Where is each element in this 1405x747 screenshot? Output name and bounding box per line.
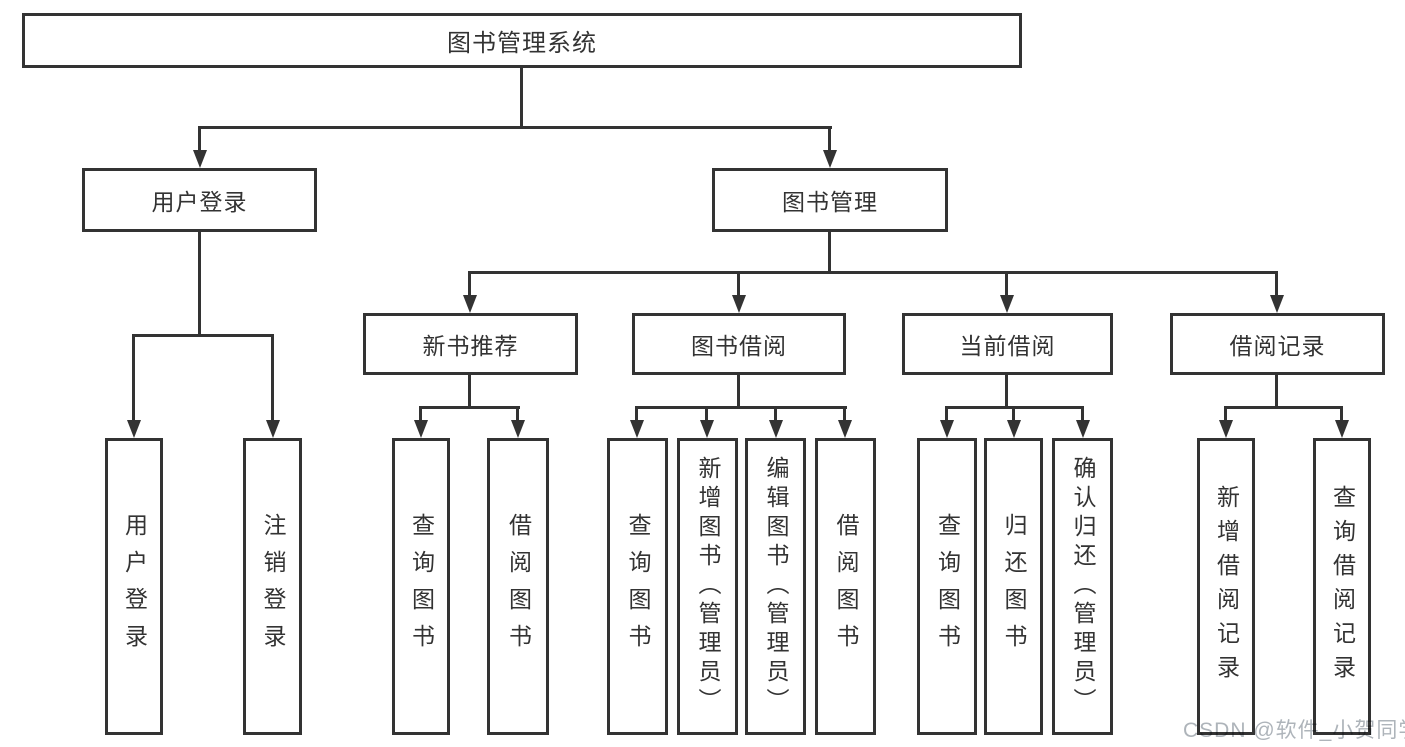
connector-line	[198, 126, 832, 129]
arrowhead-icon	[838, 420, 852, 438]
node-book-management-label: 图书管理	[782, 189, 878, 215]
arrowhead-icon	[769, 420, 783, 438]
leaf-return-book: 归还图书	[984, 438, 1043, 735]
leaf-query-book-2: 查询图书	[607, 438, 668, 735]
arrowhead-icon	[463, 295, 477, 313]
arrowhead-icon	[732, 295, 746, 313]
connector-line	[737, 375, 740, 408]
node-user-login: 用户登录	[82, 168, 317, 232]
connector-line	[1081, 406, 1084, 422]
leaf-edit-book-admin: 编辑图书（管理员）	[745, 438, 806, 735]
connector-line	[132, 334, 274, 337]
leaf-borrow-book-2-label: 借阅图书	[833, 512, 859, 661]
connector-line	[828, 126, 831, 152]
leaf-borrow-book-2: 借阅图书	[815, 438, 876, 735]
connector-line	[705, 406, 708, 422]
csdn-watermark: CSDN @软件_小贺同学	[1183, 719, 1405, 742]
connector-line	[774, 406, 777, 422]
arrowhead-icon	[1000, 295, 1014, 313]
connector-line	[198, 232, 201, 337]
connector-line	[198, 126, 201, 152]
leaf-add-borrow-record-label: 新增借阅记录	[1213, 484, 1240, 689]
leaf-query-book-2-label: 查询图书	[625, 512, 651, 661]
connector-line	[635, 406, 638, 422]
node-new-book-recommend-label: 新书推荐	[422, 333, 519, 359]
arrowhead-icon	[266, 420, 280, 438]
node-current-borrow: 当前借阅	[902, 313, 1113, 375]
connector-line	[737, 271, 740, 297]
node-book-borrow-label: 图书借阅	[691, 333, 787, 359]
leaf-user-login: 用户登录	[105, 438, 163, 735]
arrowhead-icon	[940, 420, 954, 438]
arrowhead-icon	[127, 420, 141, 438]
leaf-borrow-book-1-label: 借阅图书	[505, 512, 532, 661]
arrowhead-icon	[1007, 420, 1021, 438]
connector-line	[1275, 271, 1278, 297]
arrowhead-icon	[511, 420, 525, 438]
connector-line	[1224, 406, 1343, 409]
connector-line	[271, 334, 274, 422]
node-borrow-records: 借阅记录	[1170, 313, 1385, 375]
arrowhead-icon	[1270, 295, 1284, 313]
arrowhead-icon	[630, 420, 644, 438]
connector-line	[1012, 406, 1015, 422]
leaf-query-book-3-label: 查询图书	[934, 512, 961, 661]
leaf-logout-label: 注销登录	[260, 512, 286, 661]
connector-line	[828, 232, 831, 273]
connector-line	[419, 406, 422, 422]
connector-line	[1224, 406, 1227, 422]
connector-line	[468, 271, 471, 297]
leaf-query-book-1: 查询图书	[392, 438, 450, 735]
connector-line	[1005, 375, 1008, 408]
connector-line	[1005, 271, 1008, 297]
connector-line	[1340, 406, 1343, 422]
connector-line	[1275, 375, 1278, 408]
connector-line	[132, 334, 135, 422]
node-borrow-records-label: 借阅记录	[1229, 333, 1326, 359]
node-book-management: 图书管理	[712, 168, 948, 232]
connector-line	[520, 68, 523, 127]
connector-line	[516, 406, 519, 422]
leaf-add-borrow-record: 新增借阅记录	[1197, 438, 1255, 735]
connector-line	[468, 271, 1278, 274]
node-book-borrow: 图书借阅	[632, 313, 846, 375]
connector-line	[419, 406, 520, 409]
arrowhead-icon	[1219, 420, 1233, 438]
leaf-query-book-1-label: 查询图书	[408, 512, 435, 661]
leaf-borrow-book-1: 借阅图书	[487, 438, 549, 735]
leaf-confirm-return-admin-label: 确认归还（管理员）	[1070, 456, 1096, 717]
node-new-book-recommend: 新书推荐	[363, 313, 578, 375]
connector-line	[468, 375, 471, 408]
leaf-query-borrow-record: 查询借阅记录	[1313, 438, 1371, 735]
arrowhead-icon	[1076, 420, 1090, 438]
leaf-logout: 注销登录	[243, 438, 302, 735]
node-current-borrow-label: 当前借阅	[959, 333, 1056, 359]
leaf-edit-book-admin-label: 编辑图书（管理员）	[763, 456, 789, 717]
arrowhead-icon	[823, 150, 837, 168]
arrowhead-icon	[1335, 420, 1349, 438]
leaf-confirm-return-admin: 确认归还（管理员）	[1052, 438, 1113, 735]
node-user-login-label: 用户登录	[151, 189, 248, 215]
arrowhead-icon	[193, 150, 207, 168]
connector-line	[945, 406, 948, 422]
leaf-add-book-admin-label: 新增图书（管理员）	[695, 456, 721, 717]
leaf-add-book-admin: 新增图书（管理员）	[677, 438, 738, 735]
arrowhead-icon	[414, 420, 428, 438]
connector-line	[843, 406, 846, 422]
node-root: 图书管理系统	[22, 13, 1022, 68]
arrowhead-icon	[700, 420, 714, 438]
leaf-return-book-label: 归还图书	[1001, 512, 1027, 661]
node-root-label: 图书管理系统	[447, 30, 597, 57]
connector-line	[635, 406, 847, 409]
leaf-user-login-label: 用户登录	[121, 512, 148, 661]
leaf-query-borrow-record-label: 查询借阅记录	[1329, 484, 1356, 689]
leaf-query-book-3: 查询图书	[917, 438, 977, 735]
